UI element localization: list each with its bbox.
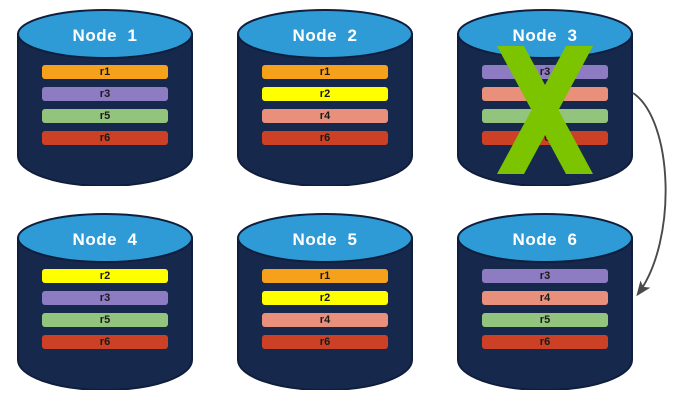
replica-list: r1 r2 r4 r6	[262, 269, 388, 349]
cylinder-top	[17, 213, 193, 263]
cylinder-top	[17, 9, 193, 59]
replica-bar[interactable]: r6	[42, 335, 168, 349]
replica-bar[interactable]: r1	[262, 269, 388, 283]
replica-list: r1 r3 r5 r6	[42, 65, 168, 145]
replica-bar[interactable]: r1	[42, 65, 168, 79]
node-title: Node 3	[512, 26, 578, 45]
replica-bar[interactable]: r3	[42, 291, 168, 305]
cylinder-top	[237, 213, 413, 263]
database-node-5[interactable]: Node 5 r1 r2 r4 r6	[235, 212, 415, 390]
database-node-3[interactable]: Node 3 r3 r4 r5 r6	[455, 8, 635, 186]
replica-bar[interactable]: r6	[482, 335, 608, 349]
node-title: Node 2	[292, 26, 358, 45]
node-title: Node 6	[512, 230, 578, 249]
replica-bar[interactable]: r4	[482, 87, 608, 101]
replica-bar[interactable]: r1	[262, 65, 388, 79]
replica-bar[interactable]: r6	[262, 131, 388, 145]
replica-bar[interactable]: r2	[42, 269, 168, 283]
replica-list: r1 r2 r4 r6	[262, 65, 388, 145]
replica-bar[interactable]: r6	[482, 131, 608, 145]
database-node-1[interactable]: Node 1 r1 r3 r5 r6	[15, 8, 195, 186]
database-node-4[interactable]: Node 4 r2 r3 r5 r6	[15, 212, 195, 390]
replica-bar[interactable]: r5	[482, 109, 608, 123]
replica-bar[interactable]: r6	[262, 335, 388, 349]
node-title: Node 1	[72, 26, 138, 45]
replica-list: r3 r4 r5 r6	[482, 269, 608, 349]
cylinder-top	[237, 9, 413, 59]
replica-bar[interactable]: r6	[42, 131, 168, 145]
replica-bar[interactable]: r5	[42, 109, 168, 123]
replica-bar[interactable]: r3	[482, 65, 608, 79]
node-title: Node 5	[292, 230, 358, 249]
replica-bar[interactable]: r2	[262, 291, 388, 305]
replica-bar[interactable]: r5	[42, 313, 168, 327]
replica-list: r2 r3 r5 r6	[42, 269, 168, 349]
node-title: Node 4	[72, 230, 138, 249]
cylinder-top	[457, 213, 633, 263]
replica-bar[interactable]: r5	[482, 313, 608, 327]
database-node-2[interactable]: Node 2 r1 r2 r4 r6	[235, 8, 415, 186]
replica-bar[interactable]: r3	[482, 269, 608, 283]
replica-bar[interactable]: r4	[482, 291, 608, 305]
database-node-6[interactable]: Node 6 r3 r4 r5 r6	[455, 212, 635, 390]
replica-list: r3 r4 r5 r6	[482, 65, 608, 145]
replica-bar[interactable]: r3	[42, 87, 168, 101]
replica-bar[interactable]: r2	[262, 87, 388, 101]
replica-bar[interactable]: r4	[262, 109, 388, 123]
replica-bar[interactable]: r4	[262, 313, 388, 327]
